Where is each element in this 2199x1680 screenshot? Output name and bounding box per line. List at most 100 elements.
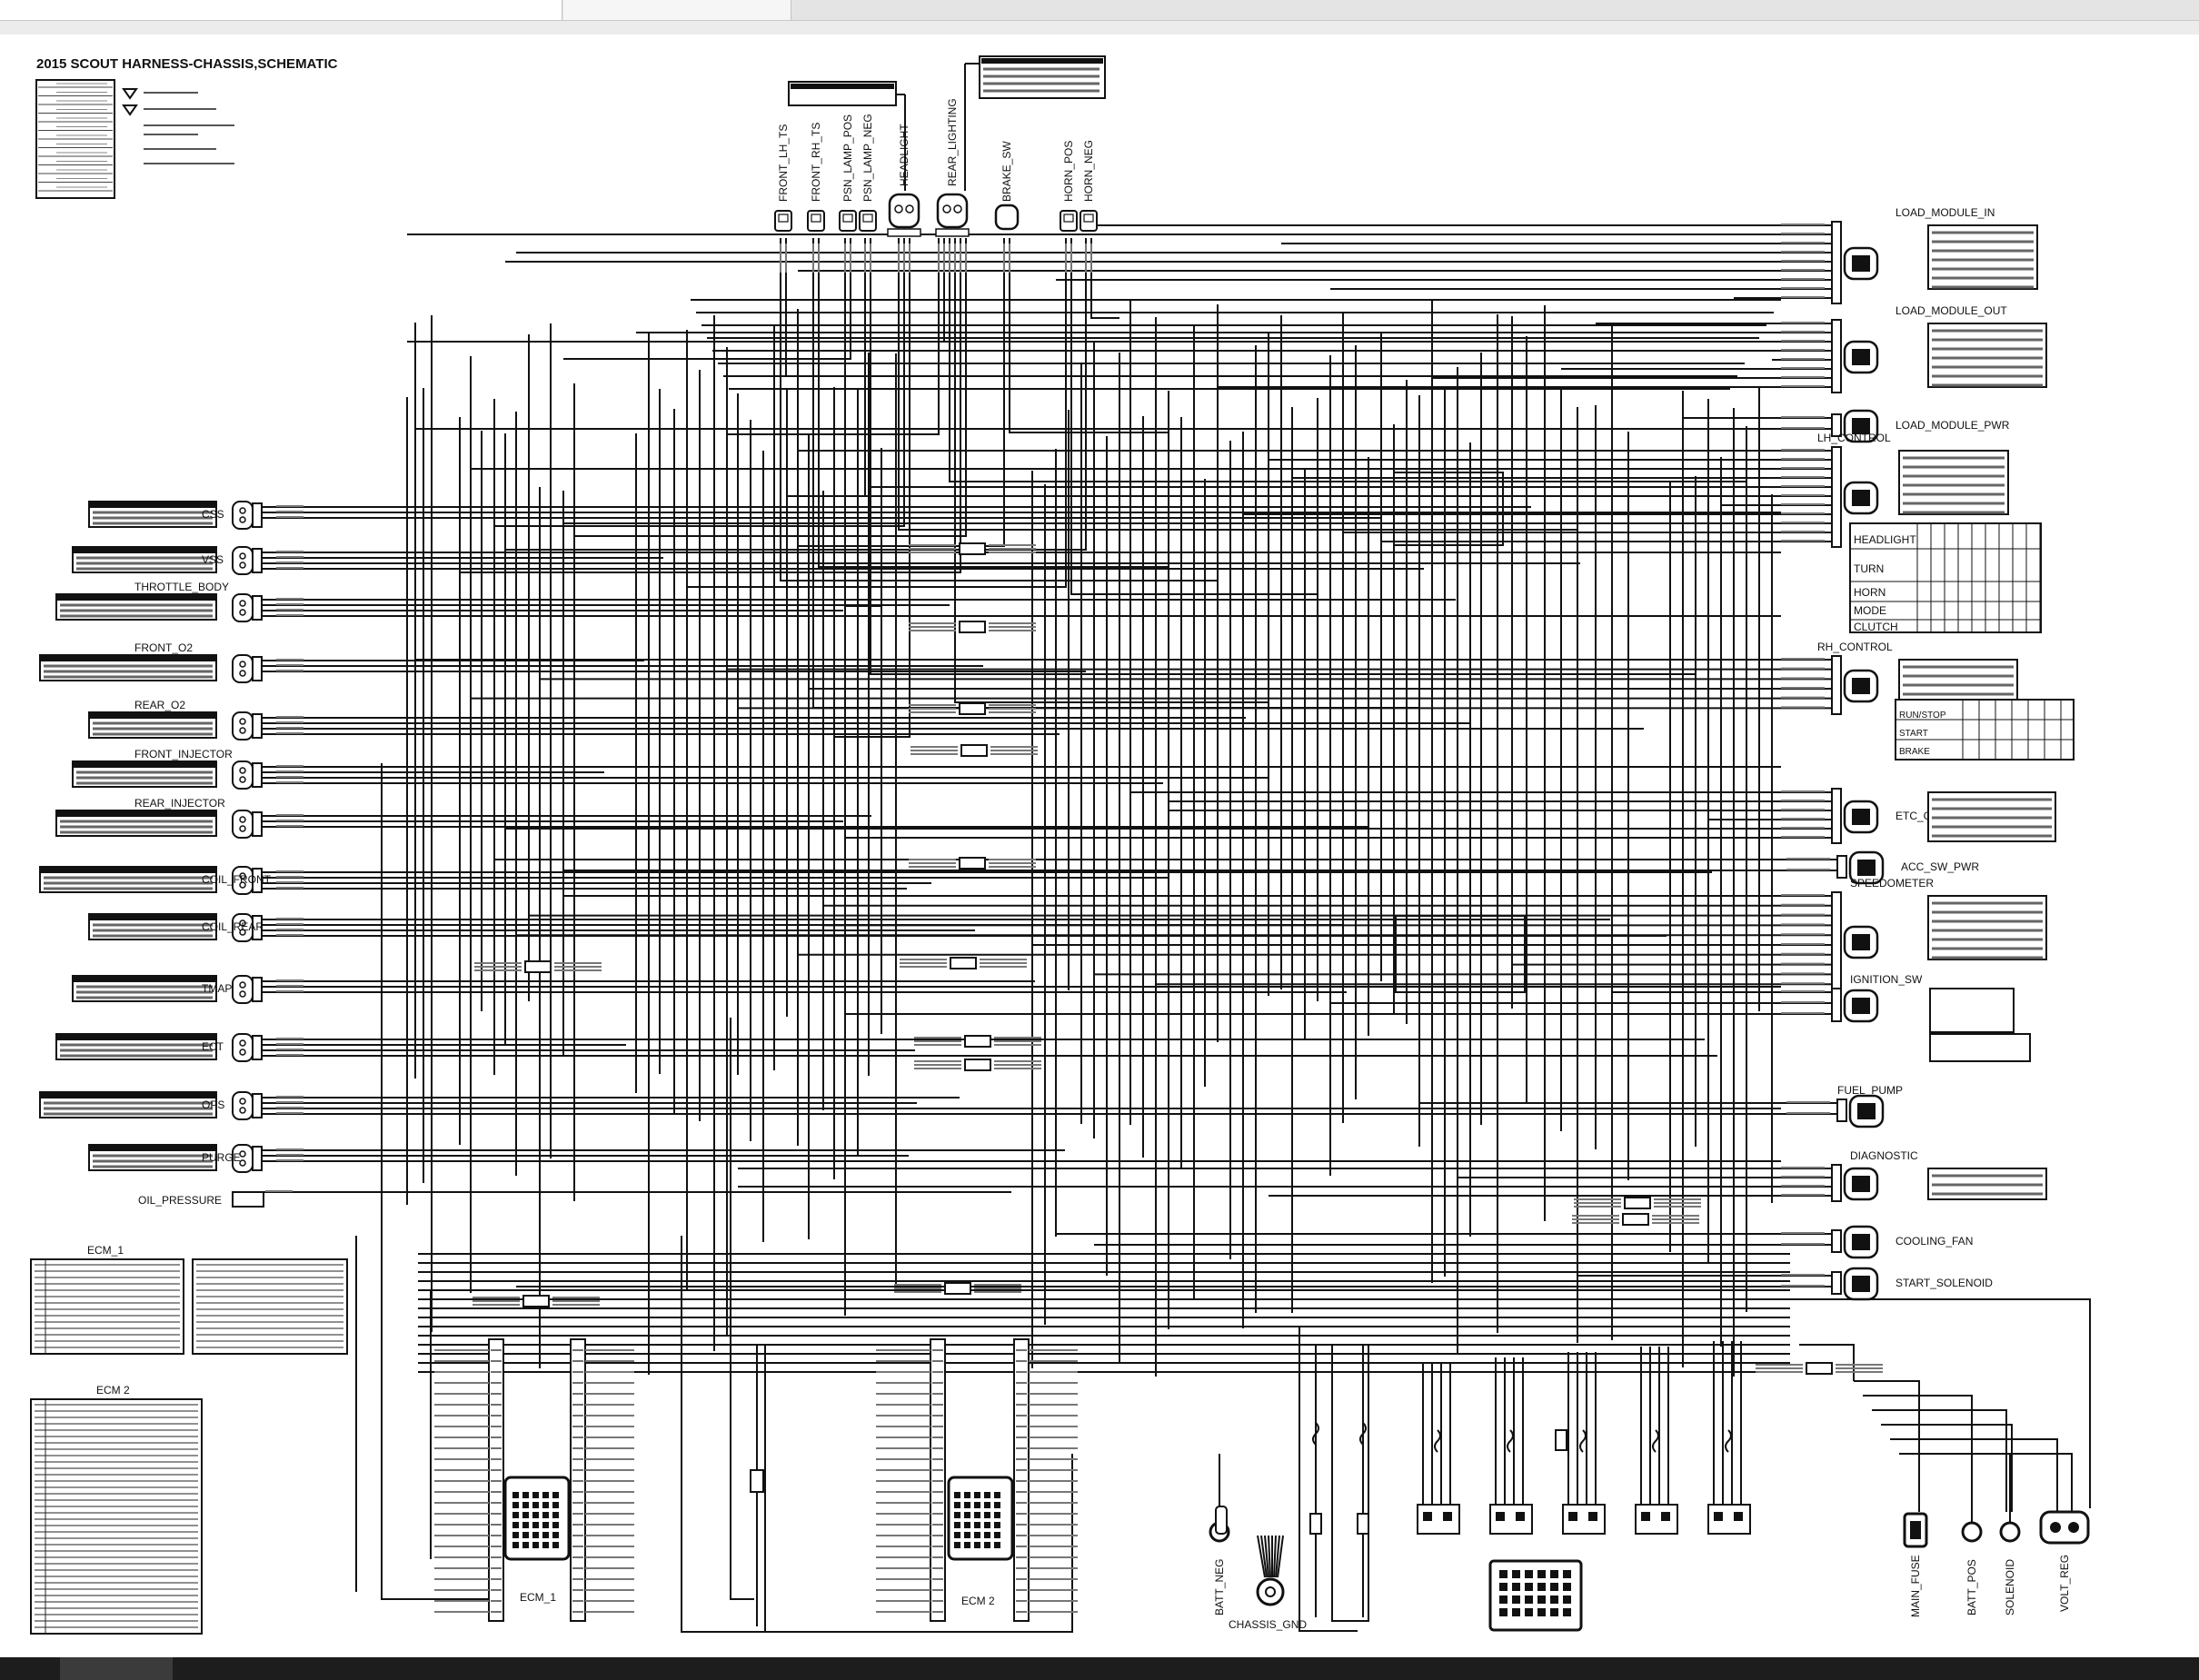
component-start-solenoid[interactable]: START_SOLENOID [1781, 1267, 1993, 1301]
component-front-rh-ts[interactable]: FRONT_RH_TS [807, 123, 825, 273]
component-label: HORN_NEG [1082, 140, 1095, 202]
toolbar-tab-3[interactable] [792, 0, 2199, 20]
component-label: OIL_PRESSURE [138, 1194, 222, 1207]
top-toolbar [0, 0, 2199, 21]
lh-row-headlight: HEADLIGHT [1854, 533, 1916, 546]
ecm1-pin-tables: ECM_1 ECM 2 [30, 1244, 348, 1635]
component-psn-lamp-pos[interactable]: PSN_LAMP_POS [839, 114, 857, 273]
connector-icon [232, 654, 254, 683]
component-label: PSN_LAMP_POS [841, 114, 854, 202]
component-load-module-pwr[interactable]: LOAD_MODULE_PWR [1781, 409, 2010, 443]
component-label: ECT [202, 1040, 224, 1053]
ecm1-table-title: ECM_1 [87, 1244, 124, 1257]
component-rear-lighting[interactable]: REAR_LIGHTING [935, 98, 970, 273]
lh-row-mode: MODE [1854, 604, 1886, 617]
wire-splice [909, 857, 1036, 870]
schematic-canvas[interactable]: 2015 SCOUT HARNESS-CHASSIS,SCHEMATIC CSS… [0, 35, 2199, 1657]
component-css[interactable]: CSS [88, 501, 303, 530]
ring-terminal-icon [1961, 1521, 1983, 1543]
connector-header [1831, 655, 1842, 715]
relay [1707, 1429, 1751, 1535]
lh-row-horn: HORN [1854, 586, 1886, 599]
component-coil-rear[interactable]: COIL_REAR [88, 913, 303, 942]
wire [727, 238, 940, 435]
top-components: FRONT_LH_TS FRONT_RH_TS PSN_LAMP_POS PSN_LA… [774, 55, 1106, 273]
taskbar-item[interactable] [60, 1657, 173, 1680]
component-cooling-fan[interactable]: COOLING_FAN [1781, 1225, 1973, 1259]
connector-header [1831, 221, 1842, 304]
wire-splice [474, 960, 602, 973]
brake-switch-icon [994, 204, 1020, 231]
wire [949, 238, 1746, 482]
component-front-lh-ts[interactable]: FRONT_LH_TS [774, 124, 792, 273]
component-fuel-pump[interactable]: FUEL_PUMP [1786, 1084, 1903, 1128]
toolbar-tab-1[interactable] [0, 0, 562, 20]
component-lh-control[interactable]: LH_CONTROL [1781, 432, 2009, 548]
wire [834, 238, 910, 738]
fuse-icon [1359, 1422, 1367, 1446]
component-label: BATT_NEG [1213, 1559, 1226, 1615]
component-rear-o2[interactable]: REAR_O2 [88, 699, 303, 741]
connector-icon [232, 810, 254, 839]
component-diagnostic[interactable]: DIAGNOSTIC [1781, 1149, 2047, 1202]
component-etc-grip[interactable]: ETC_GRIP [1781, 788, 2056, 844]
component-label: FRONT_INJECTOR [134, 748, 233, 760]
wire [1299, 1327, 1358, 1632]
component-ops[interactable]: OPS [39, 1091, 303, 1120]
fuse-icon [1725, 1429, 1732, 1453]
left-components: CSS VSS THROTTLE_BODY FRONT_O2REAR_O2FRONT_… [39, 501, 303, 1208]
component-front-o2[interactable]: FRONT_O2 [39, 641, 303, 683]
component-load-module-out[interactable]: LOAD_MODULE_OUT [1781, 304, 2047, 393]
connector-header [1831, 891, 1842, 991]
component-chassis-gnd[interactable]: CHASSIS_GND [1229, 1535, 1307, 1631]
connector-icon [232, 501, 254, 530]
component-label: FRONT_LH_TS [777, 124, 790, 202]
ring-terminal-icon [1999, 1521, 2021, 1543]
rh-row-start: START [1899, 729, 1928, 739]
connector-header [1831, 413, 1842, 437]
component-vss[interactable]: VSS [72, 546, 303, 575]
lh-row-turn: TURN [1854, 562, 1884, 575]
component-front-injector[interactable]: FRONT_INJECTOR [72, 748, 303, 790]
component-main-fuse[interactable]: MAIN_FUSE [1903, 1512, 1928, 1617]
component-label: HORN_POS [1062, 141, 1075, 202]
component-purge[interactable]: PURGE [88, 1144, 303, 1173]
connector-header [1831, 988, 1842, 1022]
component-psn-lamp-neg[interactable]: PSN_LAMP_NEG [859, 114, 877, 273]
component-oil-pressure[interactable]: OIL_PRESSURE [138, 1190, 293, 1208]
lh-switch-table: HEADLIGHT TURN HORN MODE CLUTCH [1849, 522, 2042, 633]
component-label: REAR_O2 [134, 699, 185, 711]
component-throttle-body[interactable]: THROTTLE_BODY [55, 581, 303, 622]
ecm2-table-title: ECM 2 [96, 1384, 130, 1397]
wire [381, 763, 491, 1600]
toolbar-tab-2[interactable] [563, 0, 791, 20]
component-horn-pos[interactable]: HORN_POS [1060, 141, 1078, 273]
component-coil-front[interactable]: COIL_FRONT [39, 866, 303, 895]
wire [844, 238, 881, 607]
component-ect[interactable]: ECT [55, 1033, 303, 1062]
connector-icon [936, 193, 969, 229]
component-rear-injector[interactable]: REAR_INJECTOR [55, 797, 303, 839]
rh-row-runstop: RUN/STOP [1899, 711, 1946, 721]
component-label: LOAD_MODULE_OUT [1896, 304, 2007, 317]
component-label: IGNITION_SW [1850, 973, 1923, 986]
component-acc-sw-pwr[interactable]: ACC_SW_PWR [1786, 850, 1979, 885]
component-brake-sw[interactable]: BRAKE_SW [994, 141, 1020, 273]
component-ignition-sw[interactable]: IGNITION_SW [1781, 973, 1923, 1023]
component-tmap[interactable]: TMAP [72, 975, 303, 1004]
fuse-icon [1579, 1429, 1587, 1453]
ecm-2-module: ECM 2 [876, 1338, 1078, 1622]
component-load-module-in[interactable]: LOAD_MODULE_IN [1781, 206, 2038, 304]
ground-symbol-icon [122, 104, 138, 116]
component-label: BRAKE_SW [1000, 141, 1013, 202]
component-horn-neg[interactable]: HORN_NEG [1080, 140, 1098, 273]
component-volt-reg[interactable]: VOLT_REG [2039, 1510, 2090, 1612]
component-batt-pos[interactable]: BATT_POS [1961, 1454, 1983, 1615]
component-solenoid[interactable]: SOLENOID [1999, 1454, 2021, 1615]
component-speedometer[interactable]: SPEEDOMETER [1781, 877, 2047, 991]
wire-splice [900, 957, 1027, 969]
wire [574, 238, 967, 537]
diagram-title: 2015 SCOUT HARNESS-CHASSIS,SCHEMATIC [36, 56, 338, 72]
wire [954, 238, 1269, 703]
